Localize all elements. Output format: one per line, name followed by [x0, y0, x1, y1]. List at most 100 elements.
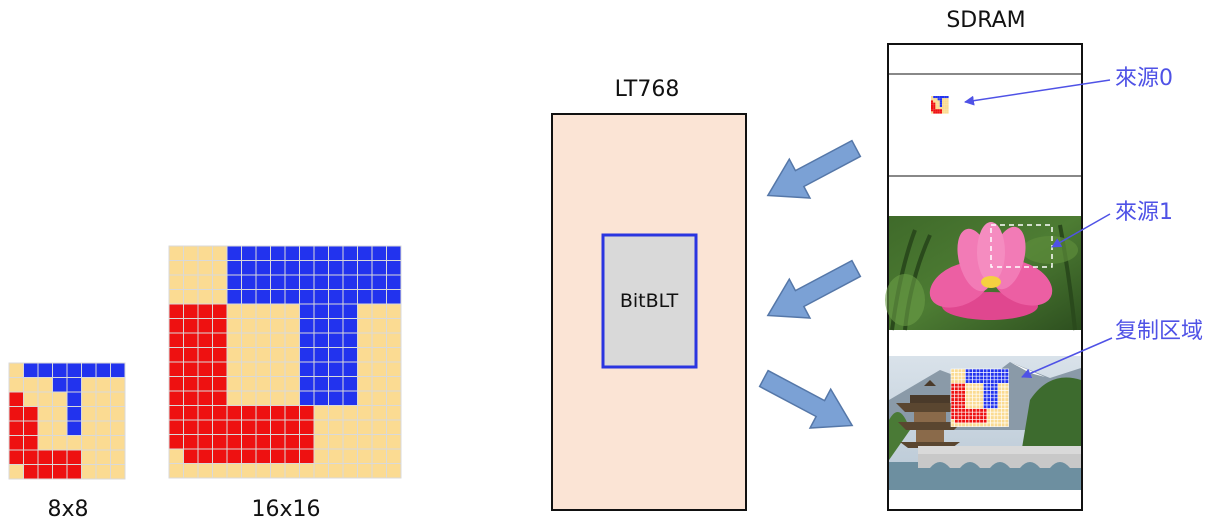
copied-pixel: [975, 397, 981, 402]
pixel-cell: [299, 448, 315, 464]
copied-pixel: [972, 368, 977, 373]
pixel-cell: [270, 448, 286, 464]
copied-pixel: [1001, 390, 1006, 395]
copied-pixel: [954, 419, 959, 424]
pixel-cell: [212, 390, 228, 406]
copied-pixel: [1004, 393, 1009, 399]
copied-pixel: [993, 379, 999, 384]
pixel-cell: [168, 289, 184, 305]
copied-pixel: [961, 393, 966, 399]
pixel-cell: [328, 390, 344, 406]
pixel-cell: [23, 406, 39, 422]
pixel-cell: [386, 361, 402, 377]
pixel-cell: [299, 289, 315, 305]
pixel-cell: [371, 448, 387, 464]
pixel-cell: [342, 448, 358, 464]
copied-pixel: [968, 401, 973, 406]
pixel-cell: [386, 434, 402, 450]
copied-pixel: [975, 419, 981, 424]
copied-pixel: [986, 422, 991, 427]
pixel-cell: [212, 419, 228, 435]
copied-pixel: [965, 411, 970, 417]
pixel-cell: [284, 318, 300, 334]
copied-pixel: [954, 401, 959, 406]
copied-pixel: [986, 386, 991, 391]
pixel-cell: [270, 347, 286, 363]
pixel-cell: [386, 419, 402, 435]
pixel-cell: [313, 332, 329, 348]
copied-pixel: [990, 383, 995, 388]
pixel-cell: [255, 405, 271, 421]
pixel-cell: [255, 361, 271, 377]
copied-pixel: [983, 386, 988, 391]
pixel-cell: [23, 435, 39, 451]
pixel-cell: [168, 260, 184, 276]
pixel-cell: [342, 274, 358, 290]
copied-pixel: [950, 401, 955, 406]
mini-pixel: [935, 100, 938, 103]
pixel-cell: [313, 419, 329, 435]
copied-pixel: [975, 404, 981, 409]
pixel-cell: [313, 376, 329, 392]
pixel-cell: [386, 260, 402, 276]
copied-pixel: [965, 404, 970, 409]
copied-pixel: [961, 401, 966, 406]
pixel-cell: [212, 376, 228, 392]
pixel-cell: [197, 434, 213, 450]
pixel-cell: [95, 449, 111, 465]
copied-pixel: [975, 368, 981, 373]
mini-pixel: [946, 98, 949, 101]
pixel-cell: [197, 376, 213, 392]
copied-pixel: [1001, 372, 1006, 377]
copied-pixel: [979, 419, 984, 424]
pixel-cell: [386, 463, 402, 479]
pixel-cell: [270, 303, 286, 319]
pixel-cell: [168, 448, 184, 464]
pixel-cell: [313, 347, 329, 363]
copied-pixel: [986, 368, 991, 373]
mini-pixel: [933, 109, 936, 112]
pixel-cell: [255, 274, 271, 290]
pixel-cell: [212, 245, 228, 261]
pixel-cell: [371, 260, 387, 276]
mini-pixel: [946, 111, 949, 114]
copied-pixel: [986, 390, 991, 395]
copied-pixel: [990, 368, 995, 373]
pixel-cell: [386, 274, 402, 290]
copied-pixel: [997, 386, 1002, 391]
copied-pixel: [1001, 401, 1006, 406]
pixel-cell: [284, 405, 300, 421]
pixel-cell: [110, 362, 126, 378]
pixel-cell: [226, 448, 242, 464]
mini-pixel: [937, 104, 940, 107]
pixel-cell: [313, 463, 329, 479]
pixel-cell: [371, 405, 387, 421]
pixel-cell: [183, 260, 199, 276]
copied-pixel: [961, 404, 966, 409]
mini-pixel: [933, 102, 936, 105]
pixel-cell: [299, 332, 315, 348]
copied-pixel: [990, 411, 995, 417]
pixel-cell: [357, 405, 373, 421]
copied-pixel: [954, 415, 959, 420]
pixel-cell: [328, 245, 344, 261]
pixel-cell: [37, 464, 53, 480]
copied-pixel: [961, 375, 966, 381]
mini-pixel: [942, 109, 945, 112]
pixel-cell: [328, 332, 344, 348]
pixel-cell: [284, 332, 300, 348]
copied-pixel: [975, 422, 981, 427]
pixel-cell: [226, 419, 242, 435]
pixel-cell: [342, 347, 358, 363]
pixel-cell: [81, 362, 97, 378]
copied-pixel: [972, 404, 977, 409]
pixel-cell: [52, 449, 68, 465]
mini-pixel: [944, 96, 947, 99]
copied-pixel: [957, 390, 963, 395]
pixel-cell: [255, 347, 271, 363]
copied-pixel: [993, 372, 999, 377]
pixel-cell: [241, 260, 257, 276]
pixel-cell: [212, 274, 228, 290]
copied-pixel: [990, 372, 995, 377]
mini-pixel: [942, 107, 945, 110]
